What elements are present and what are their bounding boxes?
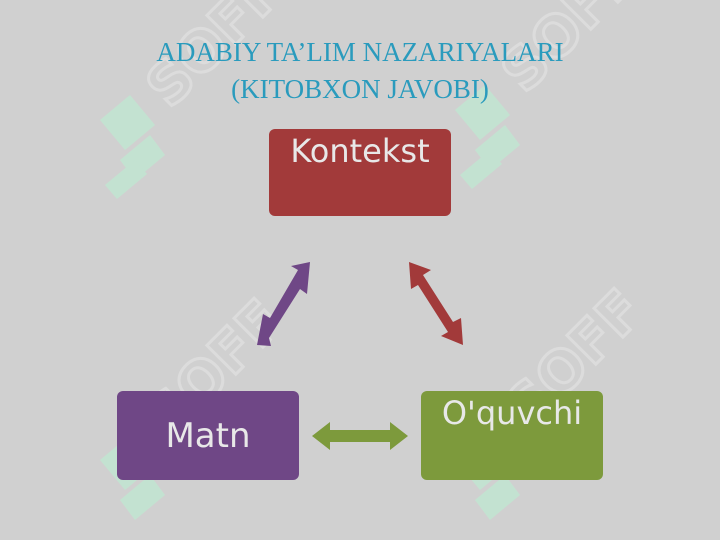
title-line-1: ADABIY TA’LIM NAZARIYALARI — [156, 37, 564, 67]
title-line-2: (KITOBXON JAVOBI) — [231, 74, 489, 104]
node-matn-label: Matn — [165, 415, 251, 456]
node-kontekst-label: Kontekst — [290, 132, 430, 170]
node-matn: Matn — [117, 391, 299, 480]
soff-logo-icon — [100, 95, 165, 199]
node-kontekst: Kontekst — [269, 129, 451, 216]
soff-logo-icon — [455, 85, 520, 189]
arrow-matn-oquvchi — [312, 422, 408, 450]
arrow-kontekst-oquvchi — [409, 262, 463, 345]
arrow-kontekst-matn — [257, 262, 310, 346]
node-oquvchi: O'quvchi — [421, 391, 603, 480]
node-oquvchi-label: O'quvchi — [441, 394, 583, 432]
slide-title: ADABIY TA’LIM NAZARIYALARI (KITOBXON JAV… — [0, 34, 720, 108]
